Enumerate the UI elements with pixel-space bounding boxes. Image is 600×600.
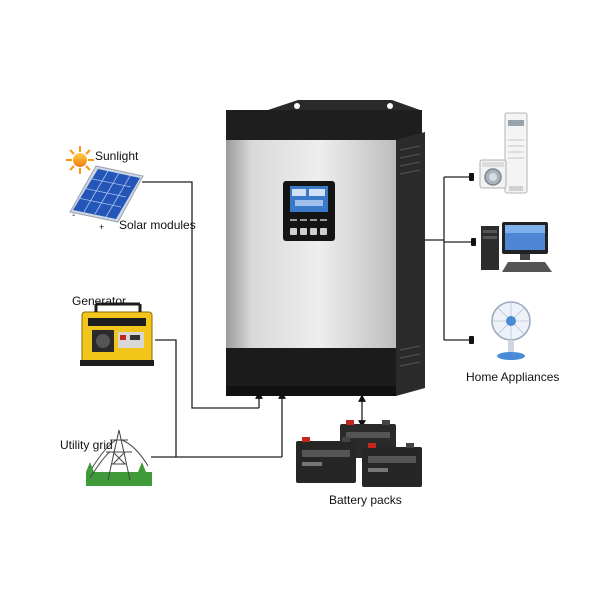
fan-icon xyxy=(491,301,531,360)
washing-machine-icon xyxy=(479,159,507,189)
battery-packs-label: Battery packs xyxy=(329,493,402,507)
plugs xyxy=(469,173,476,344)
sunlight-label: Sunlight xyxy=(95,149,139,163)
sun-icon xyxy=(66,146,94,174)
wire-solar xyxy=(142,181,259,409)
wires xyxy=(142,176,472,458)
generator-label: Generator xyxy=(72,294,127,308)
pylon-icon xyxy=(86,429,152,486)
generator-icon xyxy=(80,302,154,366)
home-appliances-label: Home Appliances xyxy=(466,370,560,384)
plug-icon xyxy=(469,173,474,181)
wire-generator xyxy=(155,339,282,458)
computer-icon xyxy=(481,222,552,272)
battery-icon xyxy=(362,443,422,487)
air-conditioner-icon xyxy=(504,112,528,194)
solar-modules-label: Solar modules xyxy=(119,218,196,232)
battery-icon xyxy=(296,437,356,483)
svg-text:-: - xyxy=(72,210,75,221)
inverter-icon xyxy=(226,100,425,396)
solar-panel-icon: - + xyxy=(69,165,144,232)
plug-icon xyxy=(469,336,474,344)
svg-text:+: + xyxy=(99,222,104,232)
plug-icon xyxy=(471,238,476,246)
utility-grid-label: Utility grid xyxy=(60,438,113,452)
